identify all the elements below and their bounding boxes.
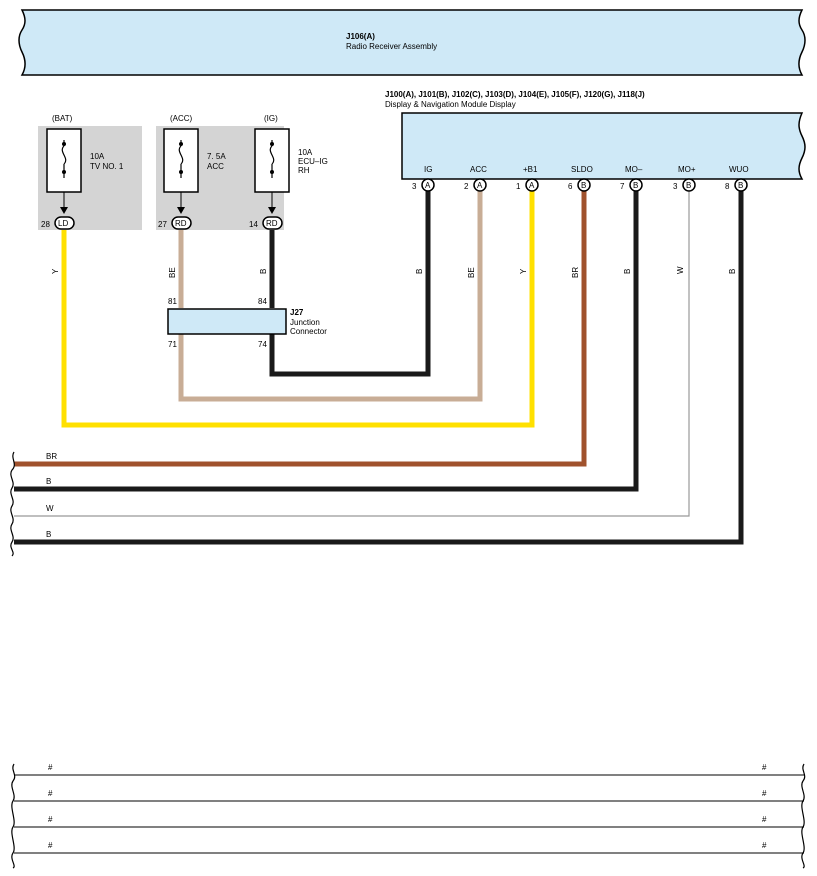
svg-text:Junction: Junction — [290, 318, 320, 327]
svg-text:BR: BR — [571, 267, 580, 278]
svg-text:74: 74 — [258, 340, 267, 349]
svg-text:#: # — [48, 763, 53, 772]
fuse-connectors: 28 LD 27 RD 14 RD — [41, 216, 283, 230]
display-id: J100(A), J101(B), J102(C), J103(D), J104… — [385, 90, 645, 99]
fuse-name: TV NO. 1 — [90, 162, 124, 171]
svg-text:81: 81 — [168, 297, 177, 306]
fuse-icon — [254, 128, 290, 193]
display-name: Display & Navigation Module Display — [385, 100, 516, 109]
hash-rows: # # # # # # # # — [11, 763, 806, 869]
display-module: J100(A), J101(B), J102(C), J103(D), J104… — [385, 90, 806, 180]
svg-text:1: 1 — [516, 182, 521, 191]
svg-text:B: B — [623, 269, 632, 274]
svg-text:#: # — [48, 841, 53, 850]
pin-label: MO+ — [678, 165, 696, 174]
fuse-header: (BAT) — [52, 114, 73, 123]
fuse-box-acc: (ACC) (IG) 7. 5A ACC 10A ECU–IG RH — [156, 114, 328, 230]
svg-text:BE: BE — [467, 267, 476, 278]
pin-label: SLDO — [571, 165, 593, 174]
junction-connector: 81 84 71 74 J27 Junction Connector — [167, 297, 327, 349]
svg-text:#: # — [762, 841, 767, 850]
wire-color-labels: Y BE B B BE Y BR B W B — [51, 266, 737, 278]
fuse-icon — [46, 128, 82, 193]
svg-text:#: # — [762, 763, 767, 772]
conn-id: RD — [175, 219, 187, 228]
svg-text:W: W — [46, 504, 54, 513]
radio-name: Radio Receiver Assembly — [346, 42, 437, 51]
svg-text:B: B — [259, 269, 268, 274]
fuse-box-bat: (BAT) 10A TV NO. 1 — [38, 114, 142, 230]
fuse-name: RH — [298, 166, 310, 175]
svg-text:8: 8 — [725, 182, 730, 191]
svg-text:B: B — [633, 181, 638, 190]
svg-text:B: B — [728, 269, 737, 274]
svg-text:Y: Y — [519, 268, 528, 274]
svg-text:Connector: Connector — [290, 327, 327, 336]
fuse-header: (IG) — [264, 114, 278, 123]
pin-number: 27 — [158, 220, 167, 229]
svg-text:B: B — [415, 269, 424, 274]
svg-text:#: # — [48, 789, 53, 798]
fuse-amp: 10A — [298, 148, 313, 157]
svg-text:A: A — [529, 181, 535, 190]
display-pins: IG ACC +B1 SLDO MO– MO+ WUO 3 A 2 A 1 A … — [412, 165, 749, 192]
pin-label: +B1 — [523, 165, 538, 174]
pin-label: IG — [424, 165, 432, 174]
svg-text:3: 3 — [673, 182, 678, 191]
svg-text:B: B — [738, 181, 743, 190]
svg-text:2: 2 — [464, 182, 469, 191]
svg-text:#: # — [48, 815, 53, 824]
radio-id: J106(A) — [346, 32, 375, 41]
pin-label: ACC — [470, 165, 487, 174]
svg-text:#: # — [762, 789, 767, 798]
conn-id: LD — [58, 219, 68, 228]
pin-label: MO– — [625, 165, 643, 174]
svg-text:A: A — [477, 181, 483, 190]
svg-text:B: B — [581, 181, 586, 190]
svg-text:71: 71 — [168, 340, 177, 349]
pin-label: WUO — [729, 165, 749, 174]
pin-number: 28 — [41, 220, 50, 229]
fuse-amp: 10A — [90, 152, 105, 161]
svg-text:Y: Y — [51, 268, 60, 274]
fuse-header: (ACC) — [170, 114, 193, 123]
fuse-name: ECU–IG — [298, 157, 328, 166]
fuse-icon — [163, 128, 199, 193]
svg-text:BR: BR — [46, 452, 57, 461]
svg-text:W: W — [676, 266, 685, 274]
svg-text:B: B — [46, 530, 51, 539]
svg-text:84: 84 — [258, 297, 267, 306]
wires — [14, 191, 744, 545]
svg-text:7: 7 — [620, 182, 625, 191]
svg-text:#: # — [762, 815, 767, 824]
fuse-name: ACC — [207, 162, 224, 171]
junction-id: J27 — [290, 308, 304, 317]
svg-text:BE: BE — [168, 267, 177, 278]
svg-text:6: 6 — [568, 182, 573, 191]
pin-number: 14 — [249, 220, 258, 229]
fuse-amp: 7. 5A — [207, 152, 226, 161]
radio-receiver-assembly: J106(A) Radio Receiver Assembly — [18, 9, 806, 76]
svg-text:B: B — [46, 477, 51, 486]
conn-id: RD — [266, 219, 278, 228]
svg-text:A: A — [425, 181, 431, 190]
svg-text:B: B — [686, 181, 691, 190]
bus-break: BR B W B — [10, 451, 57, 557]
svg-text:3: 3 — [412, 182, 417, 191]
